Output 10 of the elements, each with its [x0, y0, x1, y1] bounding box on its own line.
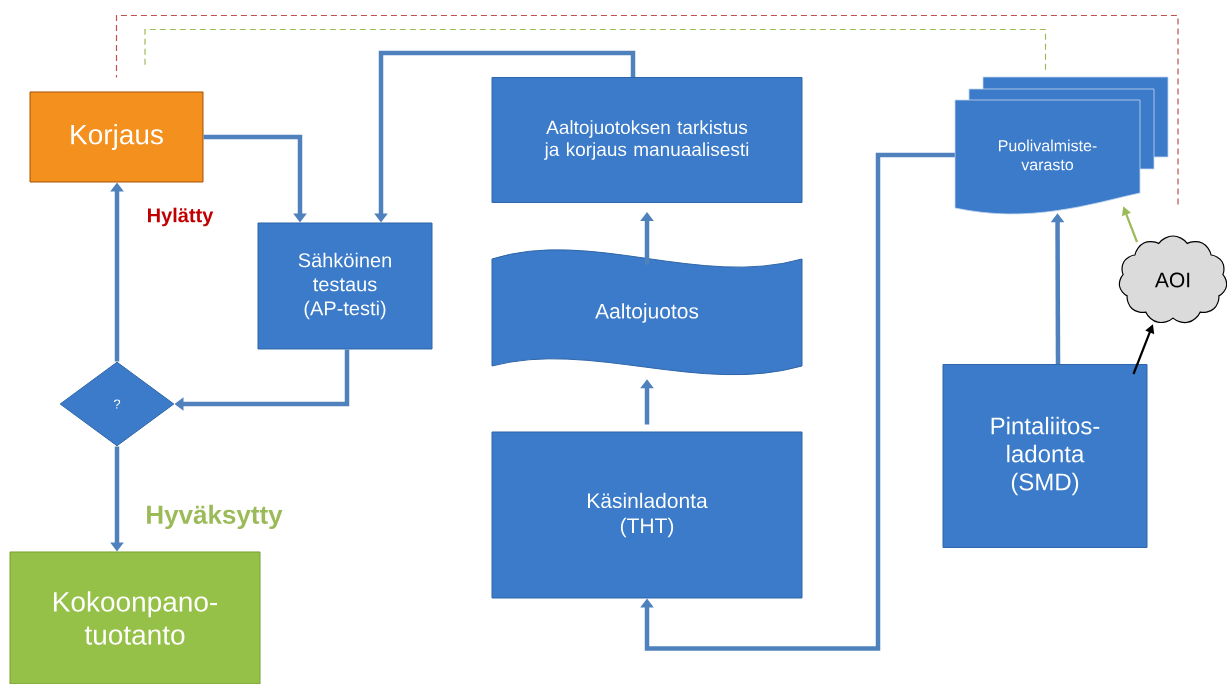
edge-label: Hylätty [145, 206, 215, 228]
process-box: Aaltojuotoksen tarkistus ja korjaus manuaalisesti [491, 77, 803, 203]
process-box: Pintaliitos-ladonta (SMD) [942, 364, 1148, 548]
process-box: Käsinladonta (THT) [491, 431, 803, 599]
process-box: Sähköinen testaus (AP-testi) [257, 222, 433, 350]
document-stack: Puolivalmiste-varasto [954, 76, 1169, 215]
edge-label: Hyväksytty [144, 503, 284, 531]
process-box: Kokoonpano-tuotanto [9, 551, 261, 684]
arrow [640, 152, 955, 651]
process-box: Korjaus [29, 91, 204, 183]
